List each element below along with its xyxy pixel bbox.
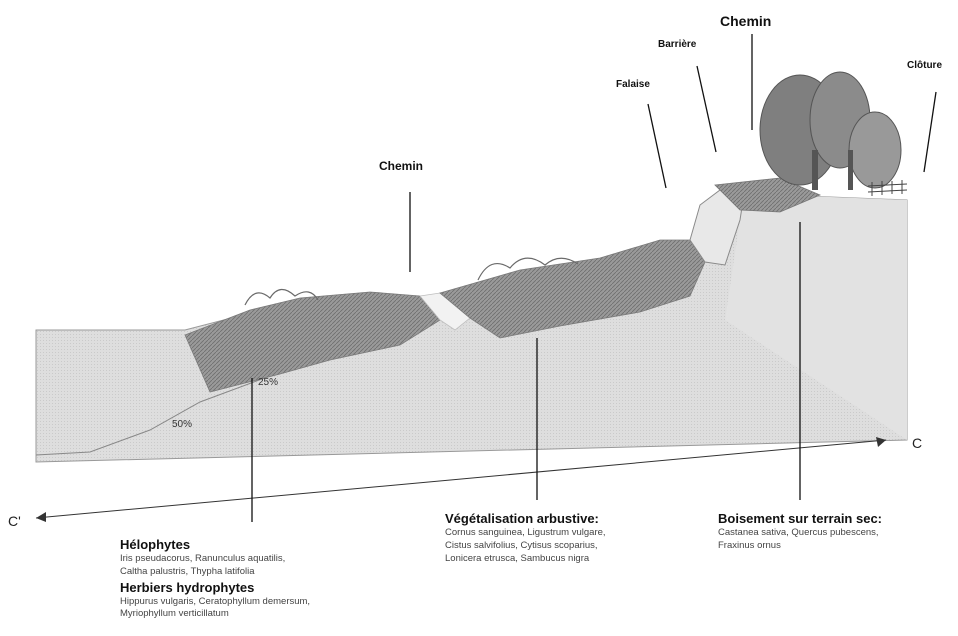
arbustive-title: Végétalisation arbustive: xyxy=(445,512,606,527)
label-chemin-top: Chemin xyxy=(720,14,771,28)
label-chemin-mid: Chemin xyxy=(379,160,423,172)
arbustive-species-3: Lonicera etrusca, Sambucus nigra xyxy=(445,553,606,566)
herbiers-title: Herbiers hydrophytes xyxy=(120,581,310,596)
slope-50-percent: 50% xyxy=(172,420,192,430)
boisement-species-1: Castanea sativa, Quercus pubescens, xyxy=(718,527,882,540)
herbiers-species-1: Hippurus vulgaris, Ceratophyllum demersu… xyxy=(120,596,310,609)
legend-helophytes: Hélophytes Iris pseudacorus, Ranunculus … xyxy=(120,538,310,621)
label-barriere: Barrière xyxy=(658,40,696,50)
helophytes-species-2: Caltha palustris, Thypha latifolia xyxy=(120,566,310,579)
boisement-species-2: Fraxinus ornus xyxy=(718,540,882,553)
label-falaise: Falaise xyxy=(616,80,650,90)
arbustive-species-1: Cornus sanguinea, Ligustrum vulgare, xyxy=(445,527,606,540)
label-cloture: Clôture xyxy=(907,61,942,71)
boisement-title: Boisement sur terrain sec: xyxy=(718,512,882,527)
tree-group xyxy=(760,72,901,190)
helophytes-title: Hélophytes xyxy=(120,538,310,553)
section-end-letter: C xyxy=(912,436,922,450)
helophytes-species-1: Iris pseudacorus, Ranunculus aquatilis, xyxy=(120,553,310,566)
slope-25-percent: 25% xyxy=(258,378,278,388)
legend-boisement: Boisement sur terrain sec: Castanea sati… xyxy=(718,512,882,553)
arbustive-species-2: Cistus salvifolius, Cytisus scoparius, xyxy=(445,540,606,553)
herbiers-species-2: Myriophyllum verticillatum xyxy=(120,608,310,621)
axis-arrow-left xyxy=(36,512,46,522)
section-start-letter: C' xyxy=(8,514,21,528)
legend-arbustive: Végétalisation arbustive: Cornus sanguin… xyxy=(445,512,606,565)
